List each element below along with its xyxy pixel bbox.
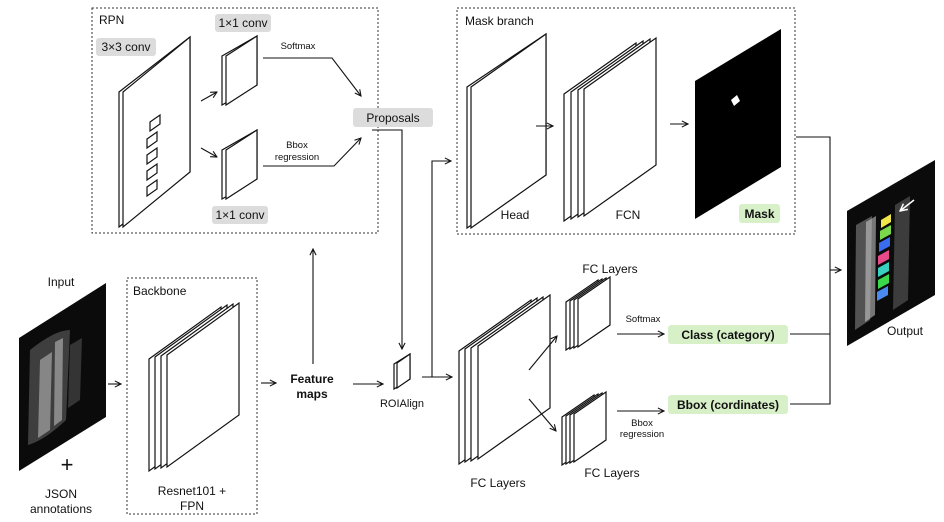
rpn-border: [91, 7, 379, 234]
anchor-boxes: [146, 113, 161, 198]
mask-branch-panel: Mask branch Head FCN Mask: [456, 7, 796, 235]
backbone-panel: Backbone Resnet101 + FPN: [126, 277, 276, 515]
output-spine: [855, 196, 910, 330]
conv3-chip: [96, 38, 156, 56]
mask-branch-border: [456, 7, 796, 235]
backbone-stack: [148, 301, 240, 473]
mask-chip: [739, 204, 780, 223]
rpn-bbox-label-2: regression: [275, 152, 319, 163]
feature-maps-label-1: Feature: [290, 372, 334, 386]
fcn-label: FCN: [616, 208, 641, 222]
output-group: Output: [847, 160, 935, 346]
class-output-label: Class (category): [681, 328, 774, 342]
merge-bracket: [790, 136, 831, 405]
merge-lines: [790, 136, 841, 405]
conv1-top-label: 1×1 conv: [218, 16, 267, 30]
backbone-border: [126, 277, 258, 515]
output-label: Output: [887, 324, 924, 338]
arrow-conv3-to-conv1-top: [200, 92, 217, 102]
arrow-conv3-to-conv1-bottom: [200, 147, 217, 157]
mask-label: Mask: [744, 207, 774, 221]
input-group: Input + JSON annotations: [19, 275, 121, 516]
proposals-label: Proposals: [366, 111, 419, 125]
arrow-bbox-to-proposals: [263, 138, 361, 167]
backbone-name-2: FPN: [180, 499, 204, 513]
mask-branch-title: Mask branch: [465, 14, 534, 28]
arrow-softmax-to-proposals: [263, 57, 361, 96]
conv1-bottom-chip: [212, 206, 268, 224]
fc-bbox-label-1: Bbox: [631, 418, 653, 429]
fc-main-label: FC Layers: [470, 476, 525, 490]
proposals-chip: [353, 108, 433, 127]
arrow-roialign-to-mask-branch: [431, 161, 451, 377]
rpn-title: RPN: [99, 13, 124, 27]
feature-maps-label-2: maps: [296, 387, 328, 401]
class-output-chip: [668, 325, 788, 344]
arrow-fc-to-top: [528, 336, 557, 371]
fc-bottom-stack: [561, 390, 607, 467]
arrow-proposals-to-roialign: [372, 129, 402, 349]
spine-silhouette: [28, 330, 82, 445]
roialign-label: ROIAlign: [380, 398, 424, 410]
output-arrow-annotation: [900, 199, 915, 211]
fcn-stack: [563, 36, 657, 223]
arrow-fc-to-bottom: [528, 398, 556, 431]
fc-top-label: FC Layers: [582, 262, 637, 276]
mask-output-image: [695, 29, 781, 219]
bbox-output-chip: [668, 395, 788, 414]
rpn-bbox-label-1: Bbox: [286, 140, 308, 151]
fc-main-stack: [458, 293, 551, 466]
backbone-title: Backbone: [133, 284, 187, 298]
fc-softmax-label: Softmax: [626, 314, 661, 325]
conv3-label: 3×3 conv: [101, 40, 150, 54]
conv1-top-chip: [215, 14, 271, 32]
feature-maps-group: Feature maps: [290, 249, 383, 401]
fc-section: FC Layers FC Layers Softmax Class (categ…: [458, 262, 788, 490]
output-vertebra-masks: [877, 214, 891, 301]
conv1-bottom-label: 1×1 conv: [215, 208, 264, 222]
rpn-softmax-label: Softmax: [281, 41, 316, 52]
plus-sign: +: [61, 452, 74, 477]
backbone-name-1: Resnet101 +: [158, 484, 226, 498]
head-label: Head: [501, 208, 530, 222]
roialign-group: ROIAlign: [372, 129, 452, 410]
fc-bottom-label: FC Layers: [584, 466, 639, 480]
json-label-1: JSON: [45, 487, 77, 501]
bbox-output-label: Bbox (cordinates): [677, 398, 779, 412]
json-label-2: annotations: [30, 502, 92, 516]
rpn-panel: RPN 3×3 conv 1×1 conv 1×1 conv Softmax B…: [91, 7, 433, 234]
fc-bbox-label-2: regression: [620, 429, 664, 440]
mask-blob: [731, 95, 740, 106]
fc-top-stack: [565, 275, 611, 352]
input-label: Input: [48, 275, 75, 289]
